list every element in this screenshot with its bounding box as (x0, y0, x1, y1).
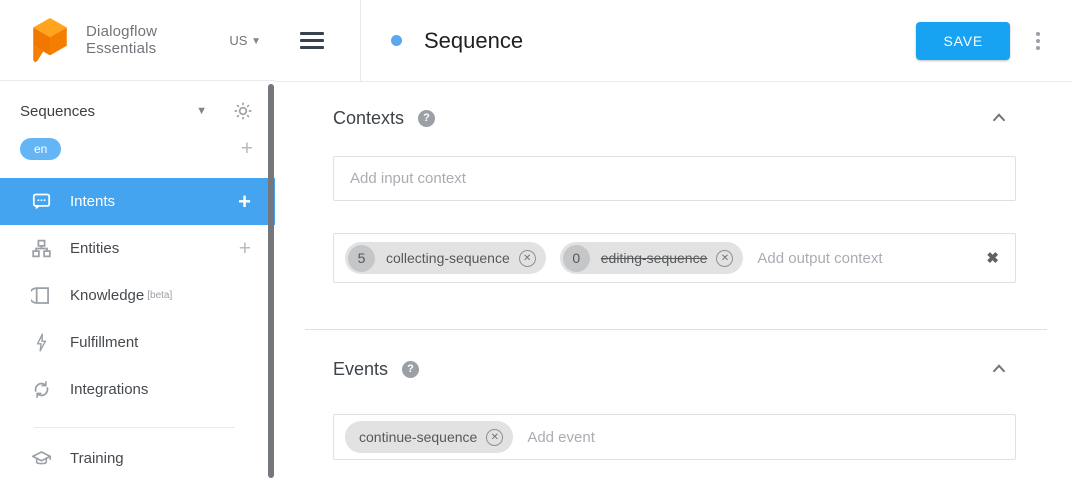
add-entity-button[interactable]: + (238, 236, 251, 260)
sidebar-item-entities[interactable]: Entities + (0, 225, 275, 272)
agent-selector-row: Sequences ▼ (0, 96, 275, 126)
save-button[interactable]: SAVE (916, 21, 1010, 60)
page-title: Sequence (424, 27, 524, 53)
language-badge[interactable]: en (20, 138, 62, 160)
context-lifespan-count[interactable]: 0 (562, 244, 590, 272)
sidebar-item-label: Fulfillment (70, 334, 139, 351)
sidebar-item-label: Knowledge (70, 287, 145, 304)
context-lifespan-count[interactable]: 5 (348, 244, 375, 272)
events-heading: Events (333, 358, 389, 379)
intent-status-dot (391, 35, 402, 46)
brand-row: Dialogflow Essentials US ▼ (0, 0, 275, 81)
input-context-input[interactable] (350, 170, 999, 187)
events-section-header: Events ? (333, 357, 1016, 381)
sidebar-item-fulfillment[interactable]: Fulfillment (0, 319, 275, 366)
kebab-menu-icon[interactable] (1032, 28, 1044, 54)
sidebar: Dialogflow Essentials US ▼ Sequences ▼ e… (0, 0, 275, 478)
sidebar-item-training[interactable]: Training (0, 435, 275, 478)
remove-event-icon[interactable]: ✕ (486, 428, 504, 446)
event-input[interactable] (527, 428, 999, 446)
output-context-input[interactable] (757, 249, 987, 267)
add-intent-button[interactable]: + (238, 188, 251, 214)
sidebar-item-knowledge[interactable]: Knowledge [beta] (0, 272, 275, 319)
output-context-chip: 5 collecting-sequence ✕ (345, 242, 546, 274)
collapse-contexts-chevron-up-icon[interactable] (988, 107, 1010, 129)
entities-icon (31, 238, 52, 259)
sidebar-item-integrations[interactable]: Integrations (0, 366, 275, 413)
agent-name[interactable]: Sequences (20, 102, 96, 120)
contexts-heading: Contexts (333, 107, 405, 128)
section-divider (305, 329, 1047, 330)
help-icon[interactable]: ? (402, 360, 420, 378)
add-language-button[interactable]: + (240, 137, 253, 160)
chevron-down-icon: ▼ (251, 35, 261, 47)
chevron-down-icon[interactable]: ▼ (196, 105, 207, 117)
contexts-section-header: Contexts ? (333, 106, 1016, 130)
events-field[interactable]: continue-sequence ✕ (333, 414, 1016, 460)
main-panel: Sequence SAVE Contexts ? 5 (275, 0, 1072, 478)
help-icon[interactable]: ? (418, 109, 436, 127)
intents-icon (31, 191, 52, 212)
gear-icon[interactable] (233, 101, 253, 121)
sidebar-item-label: Intents (70, 193, 116, 210)
region-selector[interactable]: US ▼ (229, 32, 261, 48)
remove-context-icon[interactable]: ✕ (518, 249, 536, 267)
intent-header: Sequence SAVE (275, 0, 1072, 82)
sidebar-item-label: Integrations (70, 381, 149, 398)
sidebar-divider (34, 427, 235, 428)
language-row: en + (0, 136, 275, 162)
hamburger-menu-icon[interactable] (300, 32, 324, 49)
output-context-chip: 0 editing-sequence ✕ (559, 242, 744, 274)
context-chip-label[interactable]: collecting-sequence (386, 250, 510, 266)
context-chip-label[interactable]: editing-sequence (600, 250, 708, 266)
integrations-icon (31, 379, 52, 400)
beta-badge: [beta] (147, 290, 173, 301)
remove-context-icon[interactable]: ✕ (716, 249, 734, 267)
header-divider (360, 0, 361, 81)
input-context-field[interactable] (333, 156, 1016, 201)
knowledge-icon (31, 285, 52, 306)
brand-name: Dialogflow Essentials (86, 23, 158, 57)
fulfillment-icon (31, 332, 52, 353)
collapse-events-chevron-up-icon[interactable] (988, 358, 1010, 380)
sidebar-item-label: Entities (70, 240, 120, 257)
output-context-field[interactable]: 5 collecting-sequence ✕ 0 editing-sequen… (333, 233, 1016, 283)
sidebar-scrollbar[interactable] (268, 84, 274, 478)
clear-output-contexts-icon[interactable]: ✖ (986, 250, 999, 267)
training-icon (31, 448, 52, 469)
sidebar-menu: Intents + Entities + (0, 178, 275, 478)
event-chip: continue-sequence ✕ (345, 421, 514, 453)
intent-editor-content: Contexts ? 5 collecting-sequence ✕ (275, 82, 1072, 460)
dialogflow-logo-icon (27, 15, 73, 65)
event-chip-label[interactable]: continue-sequence (359, 429, 478, 445)
sidebar-item-label: Training (70, 450, 124, 467)
sidebar-item-intents[interactable]: Intents + (0, 178, 275, 225)
